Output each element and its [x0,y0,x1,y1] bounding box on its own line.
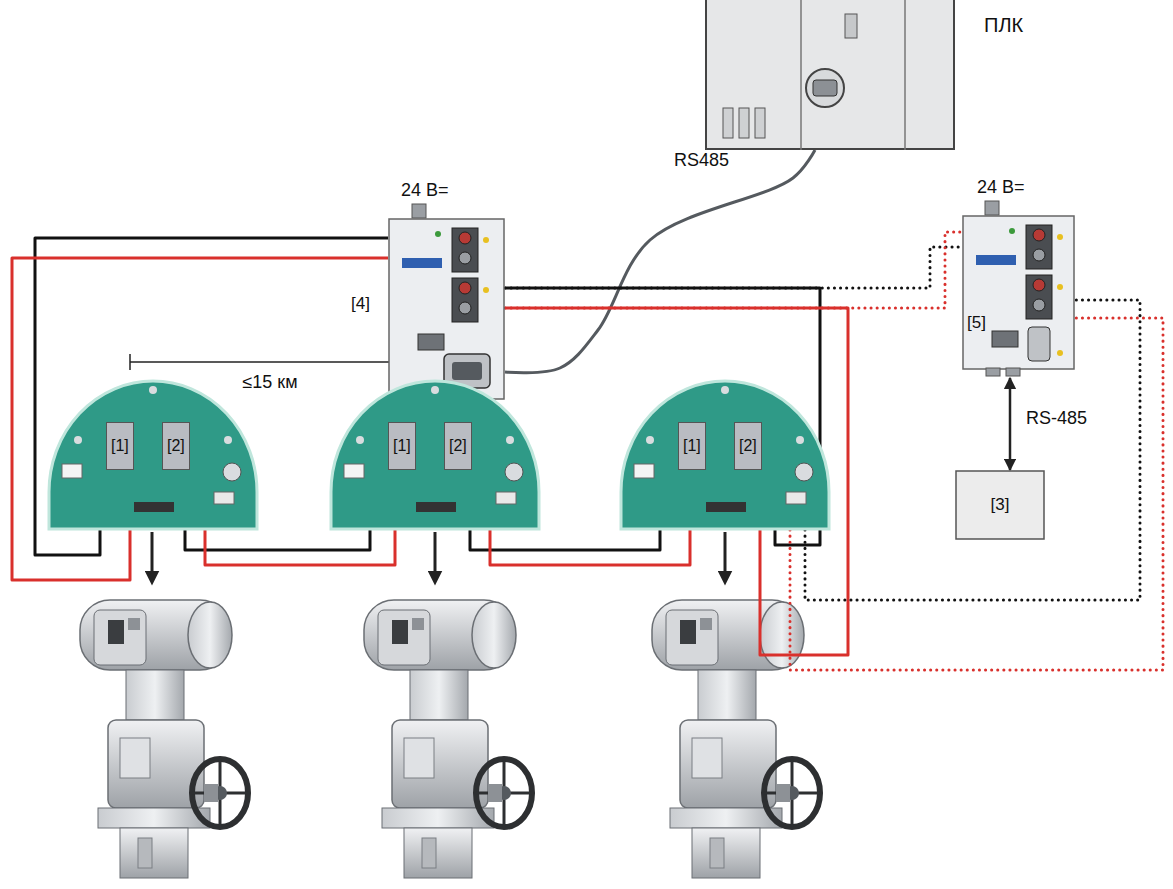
fiber-cable [205,530,395,565]
callout-number: [5] [966,313,987,333]
interface-board: [1] [2] [48,380,258,530]
device-label: ПЛК [983,14,1024,37]
fiber-cable-optional [790,318,1163,670]
connector-callout: [1] [678,422,706,470]
board-outline [330,380,540,530]
connector-callout: [2] [162,422,190,470]
plc-cabinet: ПЛК [705,0,955,150]
fiber-cable [12,258,388,580]
fiber-cable [185,530,370,550]
plc-outline [705,0,955,150]
dimension-label: ≤15 км [240,372,299,393]
rs485-link [1009,378,1012,470]
board-outline [48,380,258,530]
fiber-cable [505,308,848,655]
connector-callout: [2] [734,422,762,470]
supply-voltage: 24 В= [400,180,450,201]
interface-board: [1] [2] [330,380,540,530]
interface-board: [1] [2] [620,380,830,530]
connector-callout: [1] [388,422,416,470]
interface-label: RS485 [672,150,731,171]
fiber-converter: 24 В=[4] [388,218,505,400]
fiber-cable-optional [505,232,962,308]
fiber-cable [490,530,690,565]
dev5-outline [962,215,1075,370]
interface-label: RS-485 [1024,408,1089,429]
dev4-outline [388,218,505,400]
supply-voltage: 24 В= [976,177,1026,198]
fiber-cable [470,530,660,550]
connector-callout: [2] [444,422,472,470]
rs485-cable [505,150,815,373]
board-outline [620,380,830,530]
connector-callout: [1] [106,422,134,470]
fiber-converter: 24 В=[5] [962,215,1075,370]
fiber-cable-optional [505,247,962,288]
callout-number: [4] [350,294,371,314]
external-device: [3] [955,470,1045,540]
callout-number: [3] [990,495,1011,515]
